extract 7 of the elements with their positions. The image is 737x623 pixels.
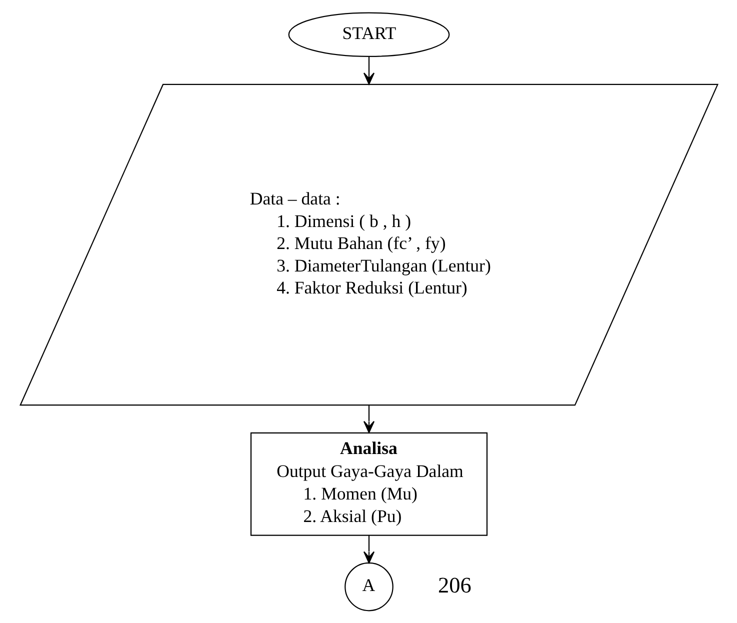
arrow — [362, 56, 374, 85]
arrow — [362, 405, 374, 434]
node-circle: A — [344, 562, 393, 612]
node-ellipse: START — [288, 12, 450, 57]
node-box: Analisa Output Gaya-Gaya Dalam 1. Momen (Mu) 2. Aksial (Pu) — [250, 432, 488, 536]
arrow — [362, 535, 374, 564]
label: 206 — [438, 572, 471, 598]
